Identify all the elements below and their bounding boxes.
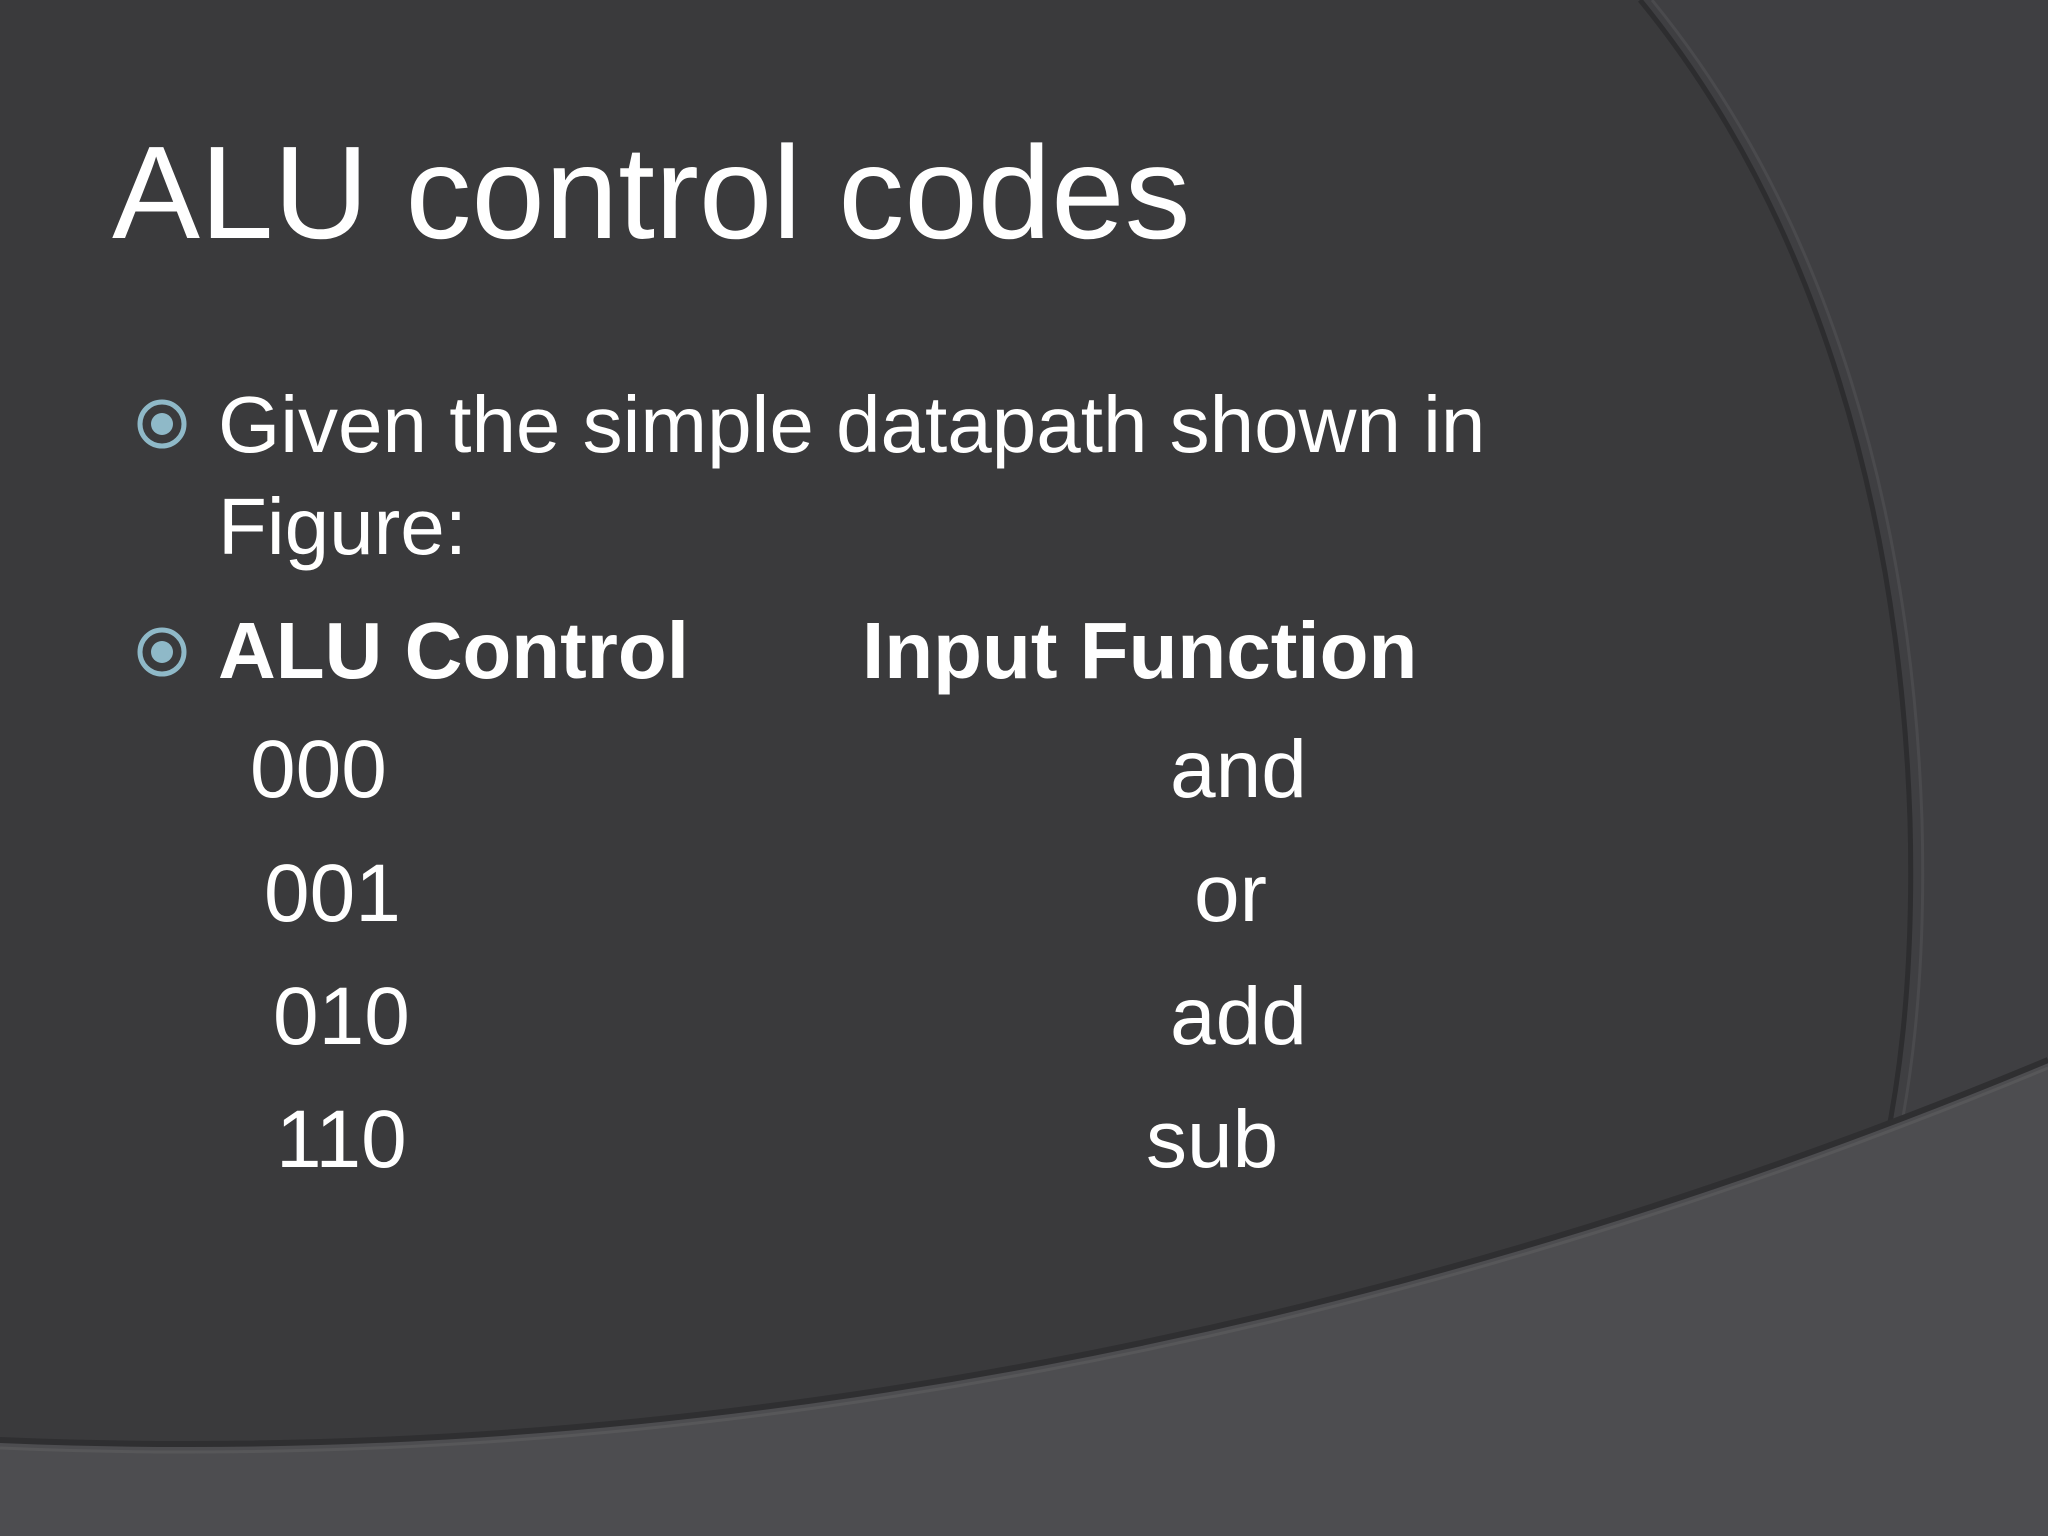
row-code: 010 xyxy=(273,971,410,1062)
row-function: or xyxy=(1194,848,1267,939)
header-alu-control: ALU Control xyxy=(218,606,690,695)
header-input-function: Input Function xyxy=(862,606,1418,695)
circle-bullet-icon xyxy=(137,627,187,677)
row-code: 001 xyxy=(264,848,401,939)
slide-title: ALU control codes xyxy=(112,119,1191,266)
bullet-text-line-1: Given the simple datapath shown in xyxy=(218,380,1486,469)
row-function: add xyxy=(1170,971,1307,1062)
row-function: and xyxy=(1170,724,1307,815)
row-code: 110 xyxy=(276,1094,407,1185)
circle-bullet-icon xyxy=(137,399,187,449)
row-code: 000 xyxy=(250,724,387,815)
row-function: sub xyxy=(1146,1094,1279,1185)
bullet-text-line-2: Figure: xyxy=(218,482,467,571)
